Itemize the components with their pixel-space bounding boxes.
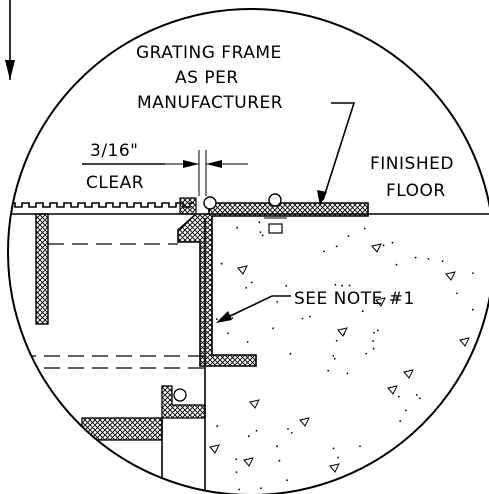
section-marker: [5, 0, 15, 80]
grating-frame-label-line1: GRATING FRAME: [136, 43, 282, 63]
finished-floor-callout: FINISHED FLOOR: [370, 154, 454, 201]
grating: [10, 197, 197, 215]
finished-floor-line2: FLOOR: [386, 181, 446, 201]
support-structure: [8, 213, 206, 494]
grating-frame-label-line2: AS PER: [175, 68, 239, 88]
grating-frame: [177, 193, 369, 367]
grating-frame-leader: GRATING FRAME AS PER MANUFACTURER: [136, 43, 356, 206]
clearance-value: 3/16": [90, 141, 139, 161]
note-label: SEE NOTE #1: [294, 289, 415, 309]
concrete-slab: [204, 213, 489, 494]
detail-circle: [7, 8, 489, 494]
clearance-dimension: 3/16" CLEAR: [82, 141, 248, 196]
finished-floor-line1: FINISHED: [370, 154, 454, 174]
grating-frame-label-line3: MANUFACTURER: [137, 93, 283, 113]
clearance-word: CLEAR: [86, 173, 144, 193]
note-callout: SEE NOTE #1: [216, 289, 415, 323]
detail-content: [8, 193, 489, 494]
